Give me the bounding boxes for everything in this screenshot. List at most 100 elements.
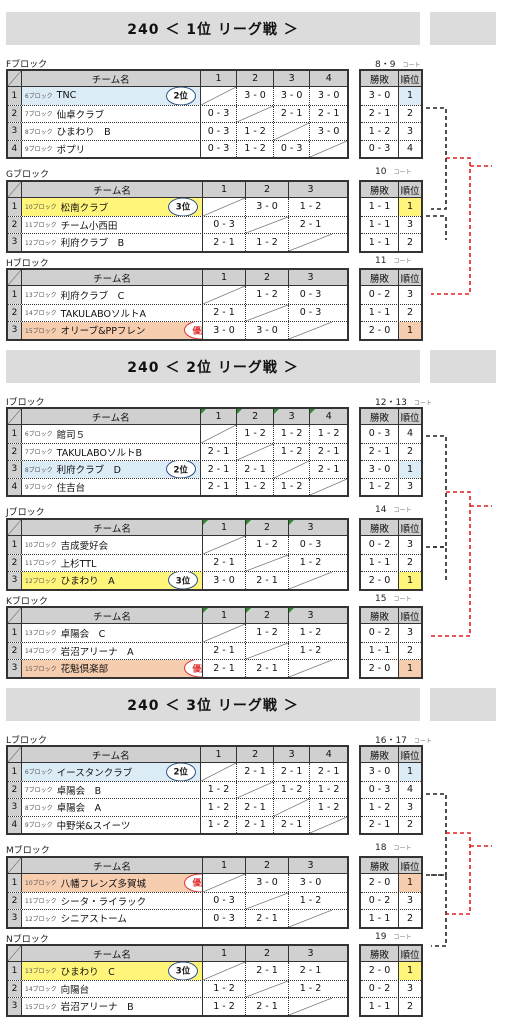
rank-cell: 2 [406, 557, 414, 569]
row-index: 2 [8, 216, 22, 233]
row-index: 1 [8, 198, 22, 216]
block-origin: 10ブロック [25, 204, 57, 212]
standing-header-row: 勝敗順位 [361, 520, 421, 536]
row-index: 2 [8, 443, 22, 460]
score-cell: 2 - 1 [201, 461, 238, 478]
score-cell [200, 87, 238, 105]
record-cell: 0 - 2 [361, 624, 399, 642]
col-header: 2 [246, 608, 289, 623]
team-name: TAKULABOソルトB [56, 447, 143, 459]
block-origin: 11ブロック [25, 560, 57, 568]
score-cell: 0 - 3 [274, 140, 311, 157]
score-cell [203, 536, 246, 554]
row-index: 3 [8, 998, 22, 1015]
header-corner [8, 520, 22, 535]
header-corner [8, 71, 22, 86]
score-cell: 0 - 3 [203, 892, 246, 909]
rank-cell: 1 [399, 572, 421, 589]
placement-badge: 2位 [165, 763, 196, 781]
flag-marker [310, 409, 316, 414]
header-corner [8, 858, 22, 873]
record-cell: 0 - 2 [361, 892, 399, 909]
col-header: 2 [246, 182, 289, 197]
bracket-black-line [426, 107, 447, 210]
score-cell: 1 - 2 [246, 536, 289, 554]
rank-cell: 3 [406, 219, 414, 231]
placement-badge: 優勝 [184, 874, 202, 892]
header-corner [8, 747, 22, 762]
score-cell: 1 - 2 [246, 234, 289, 251]
rank-header: 順位 [400, 273, 420, 285]
court-number: 8・9 [375, 60, 396, 70]
score-cell: 1 - 2 [201, 781, 238, 798]
score-cell: 2 - 1 [246, 660, 289, 677]
block-origin: 13ブロック [25, 292, 57, 300]
flag-marker [246, 520, 251, 525]
score-cell [246, 642, 289, 659]
col-header: 2 [246, 270, 289, 285]
court-unit: コート [393, 934, 412, 941]
row-index: 3 [8, 660, 22, 677]
block-label: Kブロック [6, 597, 48, 607]
team-name-cell: 9ブロック中野栄&スイーツ [22, 816, 201, 833]
score-cell [246, 892, 289, 909]
row-index: 4 [8, 478, 22, 495]
score-cell [289, 322, 332, 339]
block-label: Iブロック [6, 398, 45, 408]
record-cell: 2 - 1 [361, 443, 399, 460]
team-name-cell: 11ブロックチーム小西田 [22, 216, 203, 233]
row-index: 2 [8, 642, 22, 659]
col-header: 2 [237, 747, 274, 762]
score-cell [273, 123, 311, 140]
standing-header-row: 勝敗順位 [361, 71, 421, 87]
row-index: 3 [8, 234, 22, 251]
team-name: 卓陽会 A [56, 803, 102, 815]
score-cell: 0 - 3 [203, 910, 246, 927]
row-index: 1 [8, 624, 22, 642]
col-header: 1 [203, 858, 246, 873]
team-name: 八幡フレンズ多賀城 [60, 878, 146, 890]
record-cell: 0 - 2 [361, 980, 399, 997]
block-origin: 11ブロック [25, 898, 57, 906]
row-index: 1 [8, 425, 22, 443]
court-number: 18 [375, 843, 387, 853]
team-name: 利府クラブ D [56, 465, 121, 477]
team-name: ひまわり B [56, 127, 111, 139]
score-cell [246, 304, 289, 321]
placement-badge: 3位 [168, 572, 198, 589]
block-origin: 14ブロック [25, 310, 57, 318]
col-header: 1 [201, 747, 238, 762]
score-cell [200, 425, 238, 443]
score-cell: 2 - 1 [274, 816, 311, 833]
court-unit: コート [393, 596, 412, 603]
rank-header: 順位 [400, 750, 420, 762]
rank-cell: 2 [406, 819, 414, 831]
standing-header-row: 勝敗順位 [361, 858, 421, 874]
team-name: オリーブ&PPフレン [60, 326, 146, 338]
record-header: 勝敗 [361, 747, 399, 762]
team-name-cell: 7ブロック仙卓クラブ [22, 105, 201, 122]
score-cell [273, 799, 311, 816]
score-cell [289, 910, 332, 927]
court-unit: コート [413, 400, 432, 407]
col-header: 2 [246, 946, 289, 961]
